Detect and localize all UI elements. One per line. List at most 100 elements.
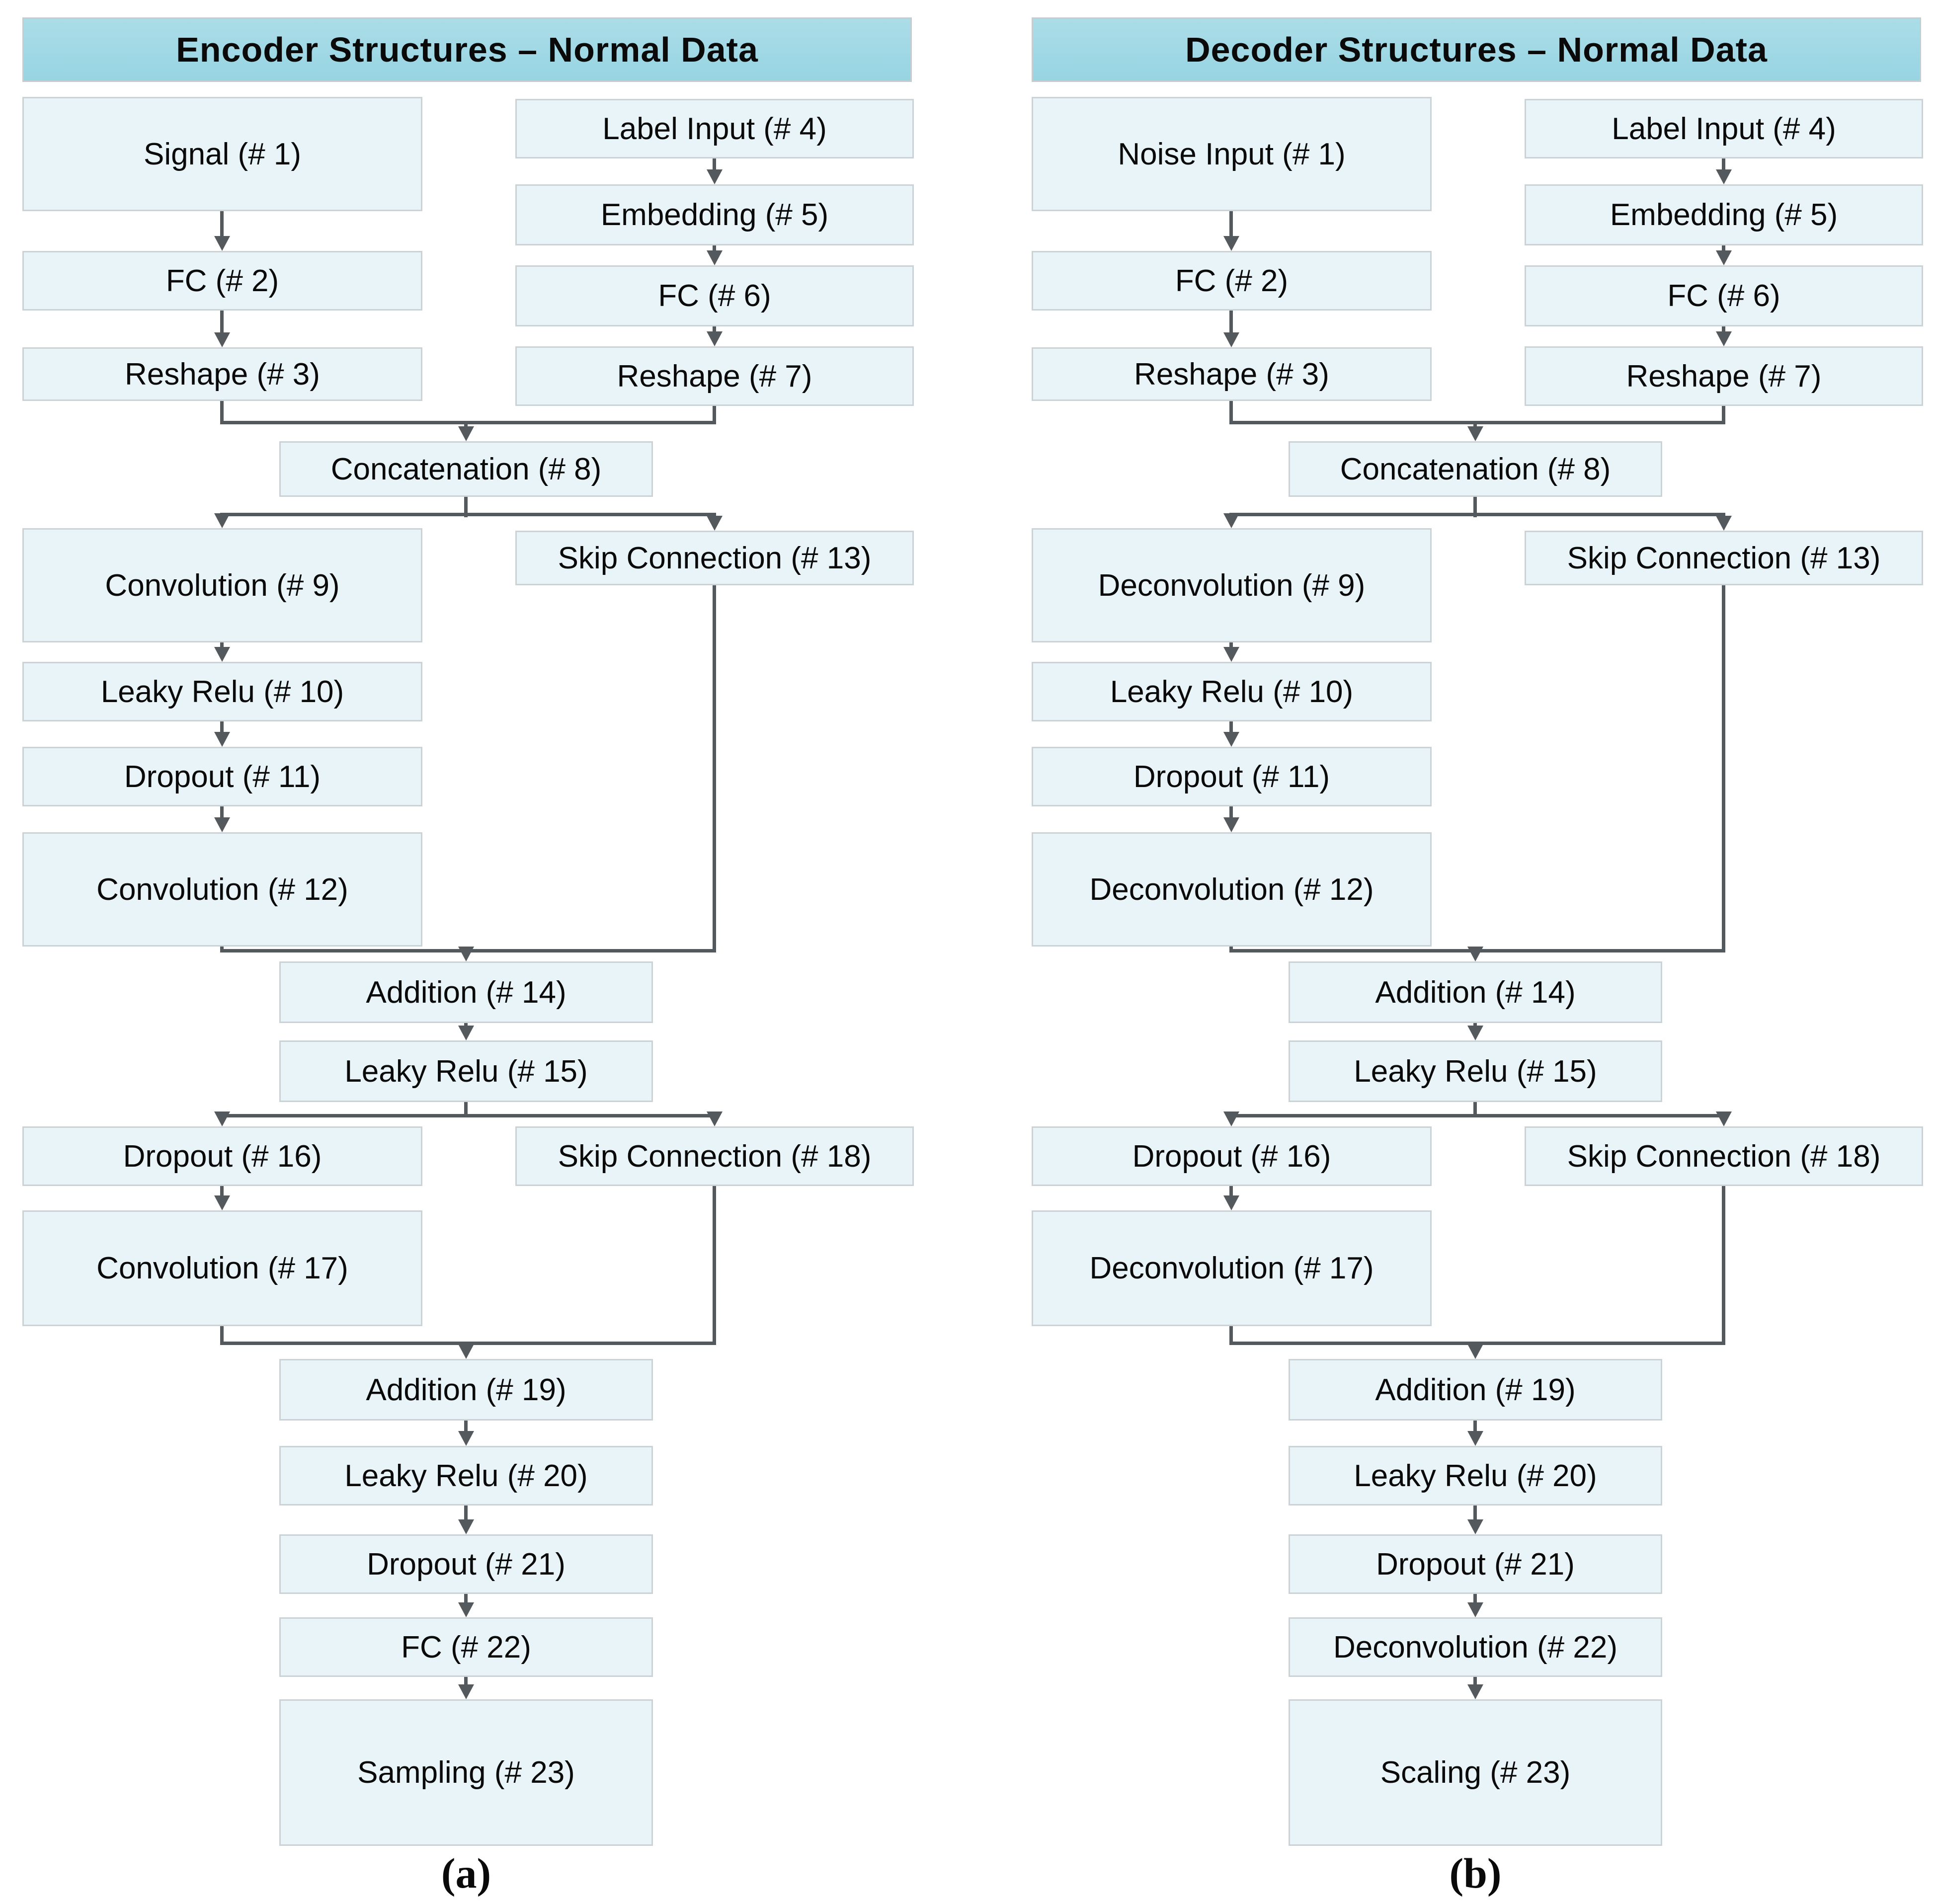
node-leaky-relu-15: Leaky Relu (# 15) xyxy=(279,1040,653,1102)
arrowhead-icon xyxy=(214,332,230,347)
arrowhead-icon xyxy=(1467,1684,1483,1699)
arrowhead-icon xyxy=(1223,332,1239,347)
node-dropout-21: Dropout (# 21) xyxy=(1289,1534,1662,1594)
flow-line xyxy=(1229,642,1233,649)
node-concatenation-8: Concatenation (# 8) xyxy=(1289,441,1662,497)
node-addition-14: Addition (# 14) xyxy=(279,961,653,1023)
split-stub-line xyxy=(1473,1102,1477,1117)
flow-line xyxy=(713,245,716,252)
split-stub-line xyxy=(1473,497,1477,517)
node-convolution-12: Convolution (# 12) xyxy=(22,832,422,947)
skip-connection-line xyxy=(1722,1186,1725,1345)
flow-line xyxy=(464,1594,468,1604)
arrowhead-icon xyxy=(707,1111,723,1126)
merge-line xyxy=(1229,1342,1725,1345)
panel-caption-b: (b) xyxy=(1449,1849,1502,1897)
arrowhead-icon xyxy=(1467,1519,1483,1534)
arrowhead-icon xyxy=(1223,732,1239,747)
node-signal-1: Signal (# 1) xyxy=(22,97,422,211)
flow-line xyxy=(1229,311,1233,334)
node-embedding-5: Embedding (# 5) xyxy=(515,184,914,245)
arrowhead-icon xyxy=(1716,169,1732,184)
flow-line xyxy=(220,211,224,238)
node-fc-22: FC (# 22) xyxy=(279,1617,653,1677)
node-noise-input-1: Noise Input (# 1) xyxy=(1032,97,1432,211)
node-reshape-7: Reshape (# 7) xyxy=(1525,346,1923,406)
arrowhead-icon xyxy=(458,426,474,441)
arrowhead-icon xyxy=(458,1344,474,1359)
node-reshape-3: Reshape (# 3) xyxy=(1032,347,1432,401)
arrowhead-icon xyxy=(1467,947,1483,961)
arrowhead-icon xyxy=(214,1195,230,1210)
flow-line xyxy=(220,1186,224,1197)
node-reshape-3: Reshape (# 3) xyxy=(22,347,422,401)
arrowhead-icon xyxy=(1223,647,1239,662)
split-stub-line xyxy=(464,1102,468,1117)
arrowhead-icon xyxy=(1716,1111,1732,1126)
encoder-title: Encoder Structures – Normal Data xyxy=(22,17,912,82)
flow-line xyxy=(220,806,224,819)
flow-line xyxy=(1229,721,1233,734)
arrowhead-icon xyxy=(1223,1111,1239,1126)
panel-caption-a: (a) xyxy=(441,1849,491,1897)
flow-line xyxy=(464,1023,468,1028)
arrowhead-icon xyxy=(1223,1195,1239,1210)
merge-stub-line xyxy=(220,1326,224,1345)
arrowhead-icon xyxy=(458,1431,474,1446)
flow-line xyxy=(1473,1421,1477,1433)
node-addition-14: Addition (# 14) xyxy=(1289,961,1662,1023)
node-skip-connection-13: Skip Connection (# 13) xyxy=(1525,531,1923,585)
flow-line xyxy=(1473,1594,1477,1604)
merge-line xyxy=(220,421,716,424)
node-skip-connection-18: Skip Connection (# 18) xyxy=(1525,1126,1923,1186)
flow-line xyxy=(1229,211,1233,238)
merge-stub-line xyxy=(1229,1326,1233,1345)
arrowhead-icon xyxy=(458,1602,474,1617)
flow-line xyxy=(1229,1186,1233,1197)
node-fc-2: FC (# 2) xyxy=(1032,251,1432,311)
node-dropout-16: Dropout (# 16) xyxy=(22,1126,422,1186)
arrowhead-icon xyxy=(214,1111,230,1126)
split-line xyxy=(220,513,716,516)
panel-decoder: Decoder Structures – Normal Data Noise I… xyxy=(1009,0,1939,1904)
split-line xyxy=(1229,513,1725,516)
arrowhead-icon xyxy=(214,236,230,251)
flow-line xyxy=(464,1677,468,1686)
arrowhead-icon xyxy=(214,732,230,747)
arrowhead-icon xyxy=(1467,1344,1483,1359)
arrowhead-icon xyxy=(707,250,723,265)
arrowhead-icon xyxy=(458,1684,474,1699)
arrowhead-icon xyxy=(1223,236,1239,251)
node-scaling-23: Scaling (# 23) xyxy=(1289,1699,1662,1846)
node-skip-connection-18: Skip Connection (# 18) xyxy=(515,1126,914,1186)
node-leaky-relu-15: Leaky Relu (# 15) xyxy=(1289,1040,1662,1102)
node-dropout-21: Dropout (# 21) xyxy=(279,1534,653,1594)
node-embedding-5: Embedding (# 5) xyxy=(1525,184,1923,245)
split-line xyxy=(1229,1114,1725,1117)
arrowhead-icon xyxy=(707,516,723,531)
arrowhead-icon xyxy=(1223,817,1239,832)
node-deconvolution-9: Deconvolution (# 9) xyxy=(1032,528,1432,642)
decoder-title: Decoder Structures – Normal Data xyxy=(1032,17,1921,82)
arrowhead-icon xyxy=(214,817,230,832)
merge-stub-line xyxy=(1229,401,1233,424)
flow-line xyxy=(464,1421,468,1433)
node-addition-19: Addition (# 19) xyxy=(1289,1359,1662,1421)
merge-stub-line xyxy=(1722,406,1725,424)
flow-line xyxy=(1473,422,1477,430)
skip-connection-line xyxy=(713,585,716,952)
flow-line xyxy=(464,1506,468,1521)
arrowhead-icon xyxy=(458,1026,474,1040)
node-deconvolution-22: Deconvolution (# 22) xyxy=(1289,1617,1662,1677)
flow-line xyxy=(1722,245,1725,252)
skip-connection-line xyxy=(1722,585,1725,952)
node-deconvolution-12: Deconvolution (# 12) xyxy=(1032,832,1432,947)
node-addition-19: Addition (# 19) xyxy=(279,1359,653,1421)
flow-line xyxy=(1473,1677,1477,1686)
node-dropout-11: Dropout (# 11) xyxy=(1032,747,1432,806)
node-label-input-4: Label Input (# 4) xyxy=(1525,99,1923,159)
node-dropout-11: Dropout (# 11) xyxy=(22,747,422,806)
split-stub-line xyxy=(464,497,468,517)
flow-line xyxy=(1722,326,1725,333)
arrowhead-icon xyxy=(214,647,230,662)
